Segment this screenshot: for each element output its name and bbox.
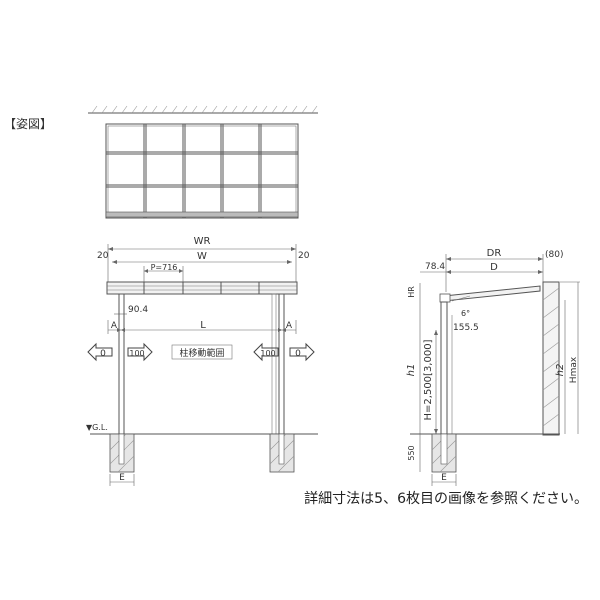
right-gutter-pipe	[271, 293, 277, 435]
h2-label: h2	[555, 364, 566, 377]
gl-label: ▼G.L.	[86, 423, 108, 432]
offset-label: 90.4	[128, 305, 148, 315]
right-post	[278, 293, 285, 435]
w-label: W	[197, 251, 207, 262]
side-footing	[431, 433, 457, 473]
l-label: L	[200, 320, 206, 331]
side-wall	[542, 281, 560, 436]
eighty-label: (80)	[545, 250, 563, 260]
range-label: 柱移動範囲	[179, 347, 224, 359]
h1-label: h1	[406, 364, 417, 377]
arrow-right-outer-label: 0	[295, 349, 301, 359]
arrow-right-outer-icon	[289, 342, 315, 362]
v1555-label: 155.5	[453, 323, 479, 333]
hr-label: HR	[407, 286, 416, 298]
left-20-label: 20	[97, 251, 109, 261]
d-label: D	[490, 262, 498, 273]
arrow-left-outer-label: 0	[100, 349, 106, 359]
side-post	[440, 301, 448, 435]
right-footing	[269, 433, 295, 473]
depth-550-label: 550	[407, 445, 416, 460]
arrow-left-inner-icon	[127, 342, 153, 362]
side-e-label: E	[441, 473, 447, 483]
plan-view	[88, 105, 318, 219]
a-right-label: A	[286, 321, 293, 331]
plan-wall-hatch	[91, 105, 318, 114]
side-view: DR (80) D 78.4 6° 155.5 HR h1	[406, 248, 580, 486]
offset-784-label: 78.4	[425, 262, 445, 272]
plan-purlins	[106, 151, 298, 188]
footer-note: 詳細寸法は5、6枚目の画像を参照ください。	[304, 491, 588, 507]
angle-label: 6°	[461, 309, 470, 318]
pitch-label: P=716	[151, 263, 178, 272]
side-roof	[443, 285, 541, 302]
front-gutter	[439, 293, 451, 303]
a-left-label: A	[111, 321, 118, 331]
arrow-right-inner-icon	[253, 342, 279, 362]
arrow-left-outer-icon	[87, 342, 113, 362]
e-label: E	[119, 473, 125, 483]
right-20-label: 20	[298, 251, 310, 261]
front-view: WR W 20 20 P=716 90.4 A A L	[86, 236, 318, 486]
wr-label: WR	[194, 236, 211, 247]
h-label: H=2,500[3,000]	[423, 339, 434, 420]
left-post	[118, 293, 125, 435]
plan-roof-inner	[107, 125, 297, 217]
arrow-left-inner-label: 100	[129, 349, 144, 358]
front-roof	[106, 281, 298, 295]
side-wall-hatch	[542, 287, 560, 427]
roof-rafter-marks	[143, 282, 260, 294]
left-footing	[109, 433, 135, 473]
arrow-right-inner-label: 100	[260, 349, 275, 358]
section-title: 【姿図】	[4, 117, 52, 131]
range-box	[171, 344, 233, 360]
plan-rafters	[143, 124, 262, 218]
dr-label: DR	[487, 248, 502, 259]
hmax-label: Hmax	[569, 356, 579, 383]
plan-roof-outline	[105, 123, 299, 219]
plan-front-beam	[105, 211, 299, 218]
